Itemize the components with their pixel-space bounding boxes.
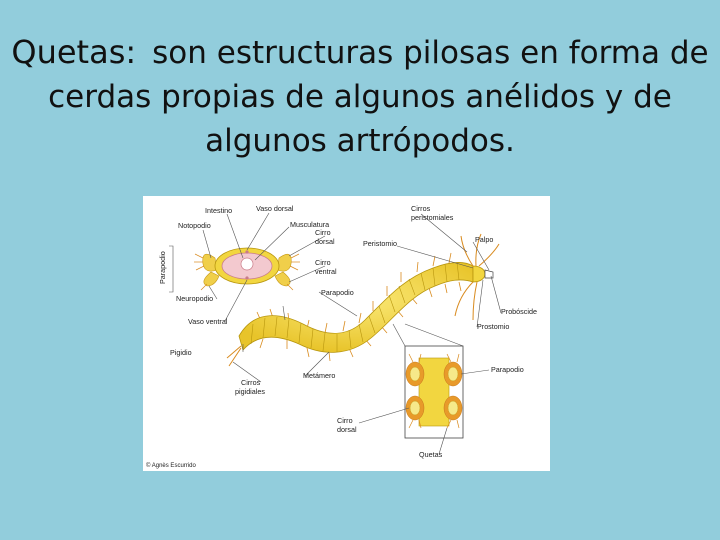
label-cirros-pigidiales-1: Cirros	[241, 378, 261, 387]
label-cirro-dorsal-top-2: dorsal	[315, 237, 335, 246]
inset-body	[418, 357, 450, 427]
label-parapodio-vertical: Parapodio	[158, 251, 167, 284]
title-term: Quetas:	[11, 33, 137, 71]
label-intestino: Intestino	[205, 206, 232, 215]
inset-parapodia-lobes	[409, 366, 459, 416]
ventral-vessel-dot	[245, 276, 249, 280]
label-proboscide: Probóscide	[501, 307, 537, 316]
label-palpo: Palpo	[475, 235, 493, 244]
parapodia-cross-section	[202, 253, 292, 287]
label-pigidio: Pigidio	[170, 348, 192, 357]
prostomium-head	[472, 265, 486, 283]
label-metamero: Metámero	[303, 371, 335, 380]
inset-chaetae	[408, 353, 460, 429]
label-cirro-dorsal-bottom-2: dorsal	[337, 425, 357, 434]
label-cirros-pigidiales-2: pigidiales	[235, 387, 265, 396]
pygidial-cirri	[226, 345, 242, 367]
leader-lines-worm	[232, 213, 502, 455]
dorsal-vessel-dot	[245, 250, 249, 254]
label-cirros-peristomiales-1: Cirros	[411, 204, 431, 213]
title-line-2: cerdas propias de algunos anélidos y de	[48, 79, 672, 115]
copyright-text: © Agnès Escurrido	[146, 462, 196, 469]
label-cirro-ventral-2: ventral	[315, 267, 337, 276]
title-line-3: algunos artrópodos.	[205, 123, 515, 159]
diagram-labels: Intestino Vaso dorsal Notopodio Musculat…	[146, 204, 537, 469]
label-prostomio: Prostomio	[477, 322, 509, 331]
label-musculatura: Musculatura	[290, 220, 329, 229]
parapodia-inset	[392, 323, 464, 439]
inset-parapodia	[405, 361, 463, 421]
title-line-1-rest: son estructuras pilosas en forma de	[152, 35, 709, 71]
slide-title: Quetas: son estructuras pilosas en forma …	[0, 30, 720, 163]
intestine-cross-section	[240, 257, 254, 271]
label-vaso-ventral: Vaso ventral	[188, 317, 228, 326]
cross-section	[194, 247, 300, 291]
label-notopodio: Notopodio	[178, 221, 211, 230]
proboscis	[484, 269, 494, 279]
segment-lines	[250, 261, 460, 352]
label-quetas: Quetas	[419, 450, 443, 459]
label-cirro-dorsal-top-1: Cirro	[315, 228, 331, 237]
worm-body	[226, 233, 500, 367]
leader-lines-cross-section	[202, 212, 326, 322]
title-line-1: Quetas: son estructuras pilosas en forma …	[0, 30, 720, 75]
label-cirro-ventral-1: Cirro	[315, 258, 331, 267]
label-vaso-dorsal: Vaso dorsal	[256, 204, 294, 213]
label-cirro-dorsal-bottom-1: Cirro	[337, 416, 353, 425]
label-cirros-peristomiales-2: peristomiales	[411, 213, 454, 222]
anatomy-diagram: Parapodio	[146, 204, 537, 469]
bracket-parapodio	[169, 245, 174, 293]
polychaete-anatomy-figure: Parapodio	[143, 196, 550, 471]
chaetae-cross-section	[194, 253, 300, 291]
label-peristomio: Peristomio	[363, 239, 397, 248]
label-parapodio-inset: Parapodio	[491, 365, 524, 374]
label-parapodio-mid: Parapodio	[321, 288, 354, 297]
label-neuropodio: Neuropodio	[176, 294, 213, 303]
